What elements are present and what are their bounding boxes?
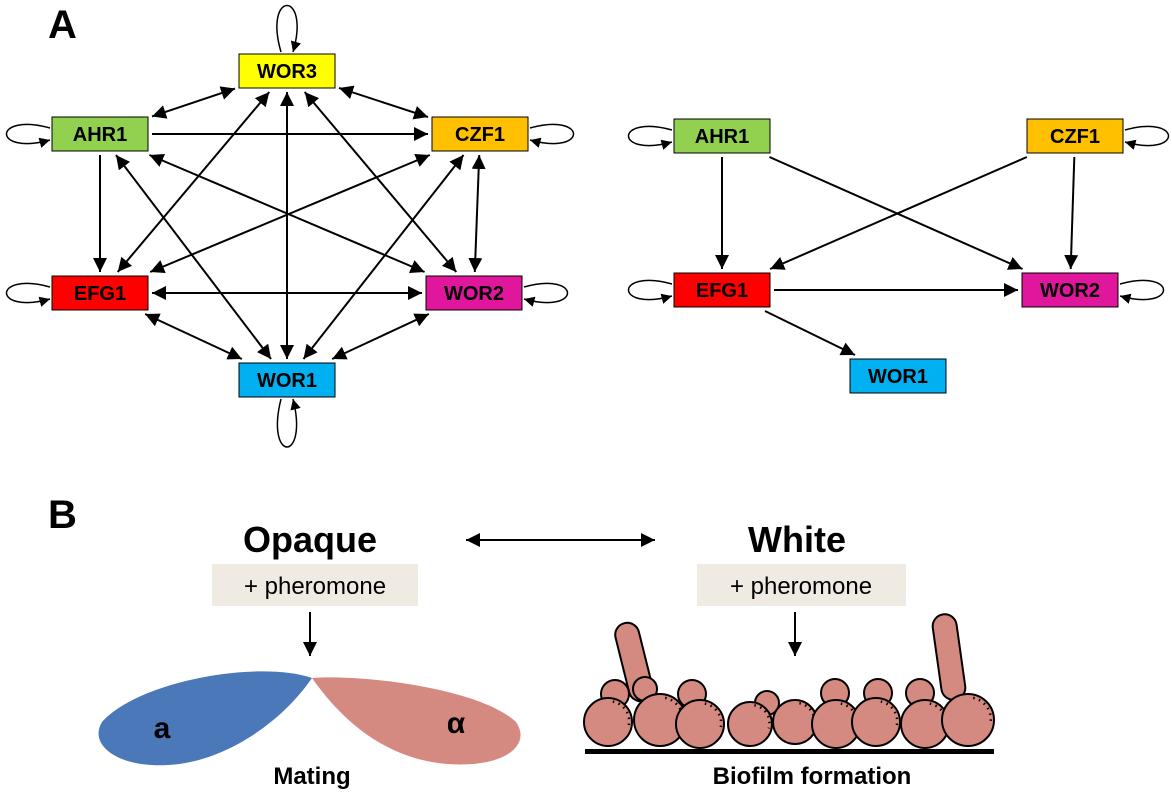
self-loop-czf1: [529, 123, 574, 148]
white-title: White: [748, 519, 846, 560]
edge-czf1-wor2: [468, 154, 486, 273]
self-loop-wor2: [1119, 279, 1164, 304]
edge-ahr1-wor1: [115, 154, 272, 360]
gene-node-wor2: WOR2: [1021, 272, 1119, 308]
yeast-cell: [941, 693, 995, 747]
gene-box: [673, 118, 771, 154]
yeast-cell: [727, 701, 773, 747]
white-pheromone-label: + pheromone: [730, 573, 872, 600]
gene-label: CZF1: [455, 124, 505, 146]
cell-a-label: a: [154, 712, 171, 745]
gene-box: [431, 116, 529, 152]
gene-label: EFG1: [696, 280, 748, 302]
edge-czf1-wor3: [338, 85, 429, 120]
gene-node-wor3: WOR3: [238, 53, 336, 89]
edge-czf1-wor1: [302, 154, 465, 360]
yeast-cell: [583, 697, 633, 747]
edge-ahr1-wor3: [151, 86, 236, 119]
gene-box: [51, 116, 149, 152]
biofilm-caption: Biofilm formation: [713, 763, 912, 790]
opaque-section: Opaque + pheromone a α Mating: [98, 519, 521, 790]
hypha-cell: [931, 613, 967, 701]
network-edges: [715, 156, 1079, 356]
network-self-loops: [628, 125, 1169, 304]
self-loop-wor2: [523, 282, 568, 307]
gene-label: AHR1: [73, 124, 127, 146]
edge-efg1-wor1: [144, 313, 243, 360]
gene-label: CZF1: [1050, 126, 1100, 148]
panel-a-letter: A: [48, 3, 77, 47]
edge-czf1-wor2: [1064, 156, 1079, 270]
opaque-pheromone-label: + pheromone: [244, 573, 386, 600]
gene-node-ahr1: AHR1: [51, 116, 149, 152]
edge-wor2-wor1: [331, 313, 430, 360]
white-section: White + pheromone Biofilm formation: [583, 519, 995, 790]
biofilm-cells: [583, 613, 995, 749]
gene-label: AHR1: [695, 126, 749, 148]
self-loop-wor3: [276, 4, 301, 53]
network-edges: [93, 85, 486, 360]
gene-label: WOR1: [257, 370, 317, 392]
gene-label: WOR2: [444, 283, 504, 305]
gene-box: [849, 358, 947, 394]
self-loop-wor1: [276, 398, 301, 448]
gene-node-ahr1: AHR1: [673, 118, 771, 154]
mating-cell-alpha: [312, 677, 521, 765]
edge-czf1-efg1: [769, 156, 1028, 270]
panel-b-letter: B: [48, 493, 77, 537]
gene-node-czf1: CZF1: [1026, 118, 1124, 154]
gene-box: [673, 272, 771, 308]
self-loop-ahr1: [6, 123, 51, 148]
self-loop-efg1: [628, 279, 673, 304]
self-loop-efg1: [6, 282, 51, 307]
gene-label: WOR1: [868, 366, 928, 388]
gene-box: [1026, 118, 1124, 154]
gene-box: [425, 275, 523, 311]
gene-label: EFG1: [74, 283, 126, 305]
mating-caption: Mating: [273, 763, 350, 790]
network-self-loops: [6, 4, 574, 448]
gene-node-wor2: WOR2: [425, 275, 523, 311]
gene-node-wor1: WOR1: [849, 358, 947, 394]
opaque-pheromone-box: [212, 564, 418, 606]
biofilm-surface: [585, 749, 994, 754]
cell-alpha-label: α: [447, 707, 466, 740]
white-pheromone-box: [697, 564, 906, 606]
self-loop-ahr1: [628, 125, 673, 150]
gene-box: [1021, 272, 1119, 308]
gene-node-czf1: CZF1: [431, 116, 529, 152]
gene-node-wor1: WOR1: [238, 362, 336, 398]
mating-cell-a: [98, 671, 312, 766]
edge-efg1-wor1: [764, 310, 856, 356]
gene-box: [238, 53, 336, 89]
gene-node-efg1: EFG1: [51, 275, 149, 311]
gene-node-efg1: EFG1: [673, 272, 771, 308]
gene-label: WOR3: [257, 61, 317, 83]
opaque-title: Opaque: [243, 519, 377, 560]
gene-box: [238, 362, 336, 398]
yeast-cell: [675, 699, 725, 749]
self-loop-czf1: [1124, 125, 1169, 150]
gene-label: WOR2: [1040, 280, 1100, 302]
yeast-cell: [851, 697, 901, 747]
yeast-cell: [772, 699, 818, 745]
gene-box: [51, 275, 149, 311]
